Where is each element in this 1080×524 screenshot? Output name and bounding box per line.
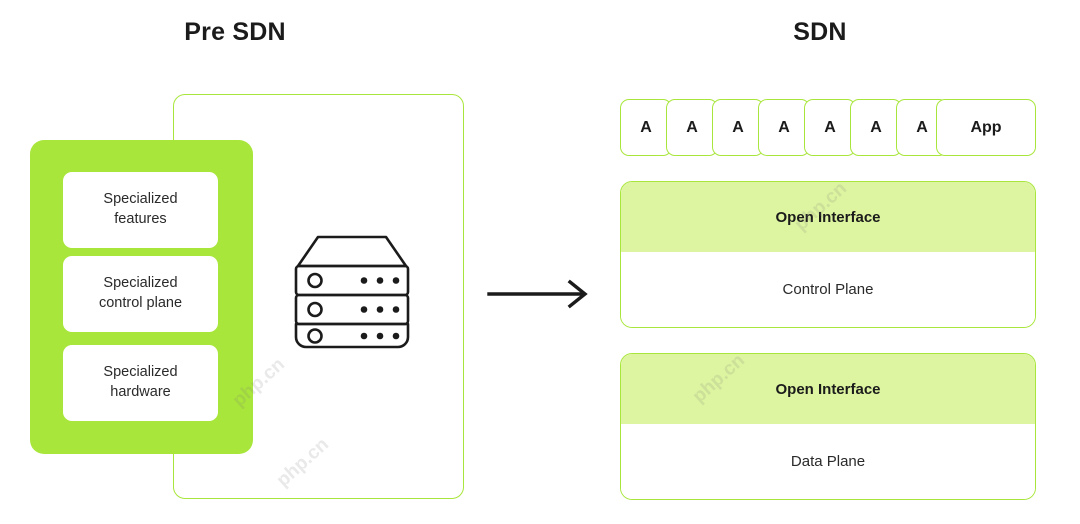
legacy-card-specialized-hardware: Specialized hardware (63, 345, 218, 421)
data-plane-open-interface-header: Open Interface (621, 354, 1035, 424)
legacy-card-line2: features (114, 211, 167, 227)
control-plane-open-interface-header: Open Interface (621, 182, 1035, 252)
control-plane-block: Open Interface Control Plane (620, 181, 1036, 328)
data-plane-block: Open Interface Data Plane (620, 353, 1036, 500)
legacy-card-specialized-control-plane: Specialized control plane (63, 256, 218, 332)
app-card-2[interactable]: A (666, 99, 718, 156)
legacy-feature-stack: Specialized features Specialized control… (30, 140, 253, 454)
legacy-card-line1: Specialized (103, 275, 178, 292)
legacy-card-specialized-features: Specialized features (63, 172, 218, 248)
legacy-card-line1: Specialized (103, 191, 178, 208)
legacy-card-line2: hardware (110, 384, 171, 400)
arrow-right-icon (487, 279, 588, 309)
app-card-app[interactable]: App (936, 99, 1036, 156)
data-plane-label: Data Plane (621, 424, 1035, 499)
app-card-4[interactable]: A (758, 99, 810, 156)
app-card-6[interactable]: A (850, 99, 902, 156)
server-rack-icon (294, 235, 410, 349)
sdn-application-stack: A A A A A A A App (620, 99, 1036, 156)
legacy-card-line1: Specialized (103, 364, 178, 381)
page-title-sdn: SDN (793, 18, 847, 46)
app-card-3[interactable]: A (712, 99, 764, 156)
page-title-pre-sdn: Pre SDN (184, 18, 286, 46)
legacy-card-line2: control plane (98, 295, 183, 311)
app-card-1[interactable]: A (620, 99, 672, 156)
app-card-5[interactable]: A (804, 99, 856, 156)
control-plane-label: Control Plane (621, 252, 1035, 327)
